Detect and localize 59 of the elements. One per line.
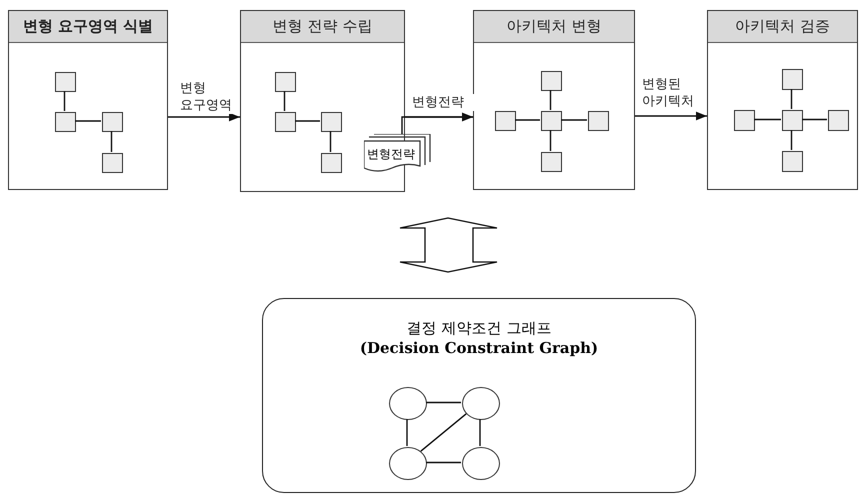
component-box	[275, 72, 296, 92]
stage-box	[707, 10, 858, 190]
component-box	[321, 112, 342, 132]
double-arrow	[399, 217, 498, 273]
component-box	[102, 112, 123, 132]
graph-node	[389, 387, 427, 420]
arrow	[168, 112, 240, 122]
connector-line	[110, 131, 112, 152]
stage-header: 변형 전략 수립	[241, 11, 404, 43]
component-box	[541, 152, 562, 172]
connector-line	[426, 462, 461, 464]
stage-header: 아키텍처 변형	[474, 11, 634, 43]
component-box	[782, 110, 803, 131]
connector-line	[284, 91, 286, 111]
arrow	[401, 112, 473, 134]
component-box	[541, 111, 562, 131]
document-stack	[364, 134, 432, 174]
arrow	[635, 112, 707, 120]
component-box	[495, 111, 516, 131]
connector-line	[550, 130, 552, 151]
connector-line	[550, 90, 552, 110]
connector-line	[330, 131, 332, 152]
connector-line	[802, 118, 827, 120]
stage-header: 아키텍처 검증	[708, 11, 857, 43]
document-label: 변형전략	[367, 146, 415, 163]
connector-line	[426, 402, 461, 404]
component-box	[55, 112, 76, 132]
edge-label: 변형전략	[412, 94, 474, 111]
connector-line	[515, 119, 540, 121]
connector-line	[64, 91, 66, 111]
connector-line	[790, 89, 792, 109]
component-box	[541, 71, 562, 91]
connector-line	[420, 413, 467, 452]
component-box	[828, 110, 849, 131]
component-box	[55, 72, 76, 92]
connector-line	[406, 419, 408, 446]
stage-box	[473, 10, 635, 190]
component-box	[321, 153, 342, 173]
component-box	[782, 151, 803, 172]
component-box	[275, 112, 296, 132]
graph-node	[462, 387, 500, 420]
connector-line	[479, 419, 481, 446]
component-box	[782, 69, 803, 90]
connector-line	[790, 130, 792, 150]
stage-box	[8, 10, 168, 190]
connector-line	[754, 118, 781, 120]
stage-header: 변형 요구영역 식별	[9, 11, 167, 43]
graph-panel	[262, 298, 696, 493]
panel-subtitle: (Decision Constraint Graph)	[358, 339, 600, 357]
component-box	[588, 111, 609, 131]
edge-label: 변형 요구영역	[180, 80, 235, 114]
component-box	[102, 153, 123, 173]
panel-title: 결정 제약조건 그래프	[406, 319, 552, 338]
component-box	[734, 110, 755, 131]
graph-node	[462, 447, 500, 480]
graph-node	[389, 447, 427, 480]
connector-line	[295, 120, 320, 122]
connector-line	[561, 119, 587, 121]
connector-line	[75, 120, 101, 122]
